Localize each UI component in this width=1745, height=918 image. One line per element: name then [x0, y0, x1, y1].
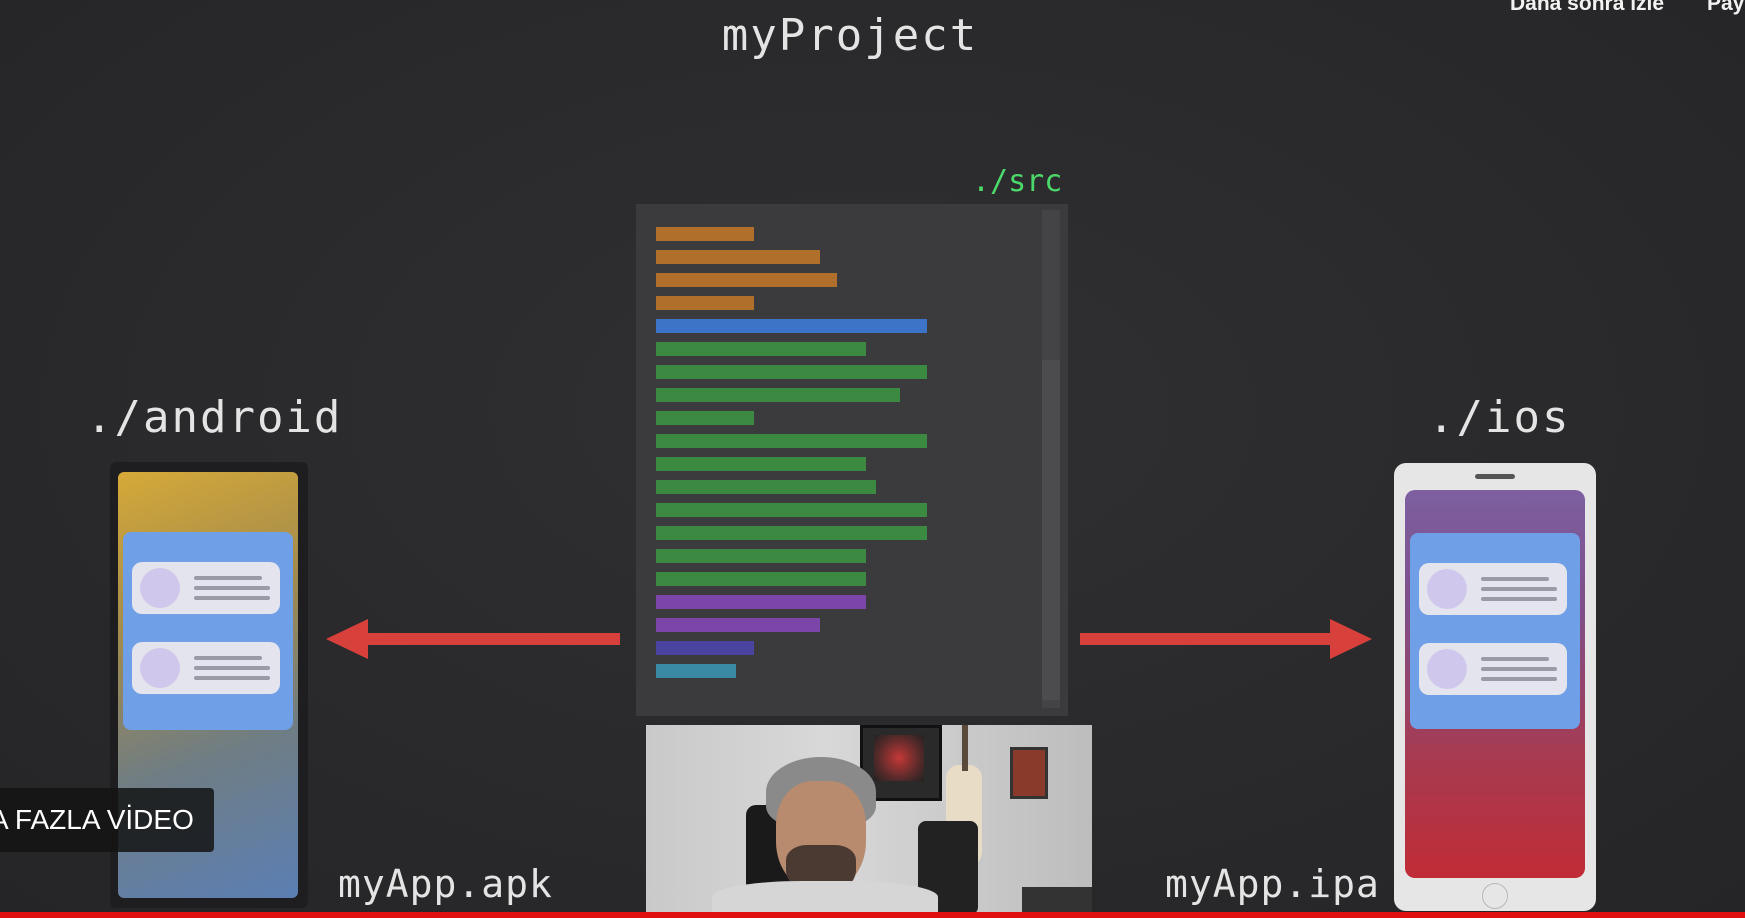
presenter-shirt [712, 881, 938, 915]
notification-item [132, 642, 280, 694]
notification-item [132, 562, 280, 614]
text-line [194, 666, 270, 670]
code-line [656, 457, 866, 471]
text-line [1481, 577, 1549, 581]
project-title: myProject [721, 10, 979, 61]
arrow-to-ios [1080, 633, 1334, 645]
code-line [656, 296, 754, 310]
text-line [1481, 597, 1557, 601]
more-videos-button[interactable]: A FAZLA VİDEO [0, 788, 214, 852]
avatar-icon [140, 568, 180, 608]
code-line [656, 641, 754, 655]
poster-art [874, 735, 924, 781]
share-button[interactable]: Pay [1707, 0, 1745, 15]
android-folder-label: ./android [86, 392, 343, 443]
code-line [656, 227, 754, 241]
notification-item [1419, 643, 1567, 695]
amp-icon [1022, 887, 1092, 915]
notification-item [1419, 563, 1567, 615]
video-progress-bar[interactable] [0, 912, 1745, 918]
code-line [656, 572, 866, 586]
notification-card [1410, 533, 1580, 729]
code-line [656, 250, 820, 264]
avatar-icon [1427, 649, 1467, 689]
avatar-icon [1427, 569, 1467, 609]
picture-frame-icon [1010, 747, 1048, 799]
code-line [656, 480, 876, 494]
text-line [1481, 667, 1557, 671]
ios-screen [1405, 490, 1585, 878]
text-line [194, 576, 262, 580]
code-line [656, 664, 736, 678]
code-scrollbar-thumb [1042, 360, 1060, 700]
code-line [656, 319, 927, 333]
code-line [656, 365, 927, 379]
code-line [656, 526, 927, 540]
presenter-webcam [646, 725, 1092, 915]
arrow-right-head-icon [1330, 619, 1372, 659]
guitar-neck [962, 725, 968, 771]
code-line [656, 273, 837, 287]
code-line [656, 549, 866, 563]
ios-phone [1394, 463, 1596, 911]
apk-file-label: myApp.apk [338, 862, 553, 906]
arrow-to-android [360, 633, 620, 645]
text-line [194, 596, 270, 600]
text-line [1481, 677, 1557, 681]
code-line [656, 503, 927, 517]
avatar-icon [140, 648, 180, 688]
notification-card [123, 532, 293, 730]
text-line [194, 656, 262, 660]
src-folder-label: ./src [972, 164, 1063, 199]
ipa-file-label: myApp.ipa [1165, 862, 1380, 906]
more-videos-label: A FAZLA VİDEO [0, 804, 194, 835]
watch-later-button[interactable]: Daha sonra izle [1510, 0, 1665, 15]
text-line [194, 586, 270, 590]
home-button-icon [1482, 883, 1508, 909]
text-line [194, 676, 270, 680]
code-line [656, 618, 820, 632]
source-code-panel [636, 204, 1068, 716]
ios-folder-label: ./ios [1428, 392, 1571, 443]
code-line [656, 595, 866, 609]
speaker-icon [1475, 474, 1515, 479]
text-line [1481, 657, 1549, 661]
code-line [656, 388, 900, 402]
code-line [656, 411, 754, 425]
code-line [656, 342, 866, 356]
text-line [1481, 587, 1557, 591]
code-line [656, 434, 927, 448]
